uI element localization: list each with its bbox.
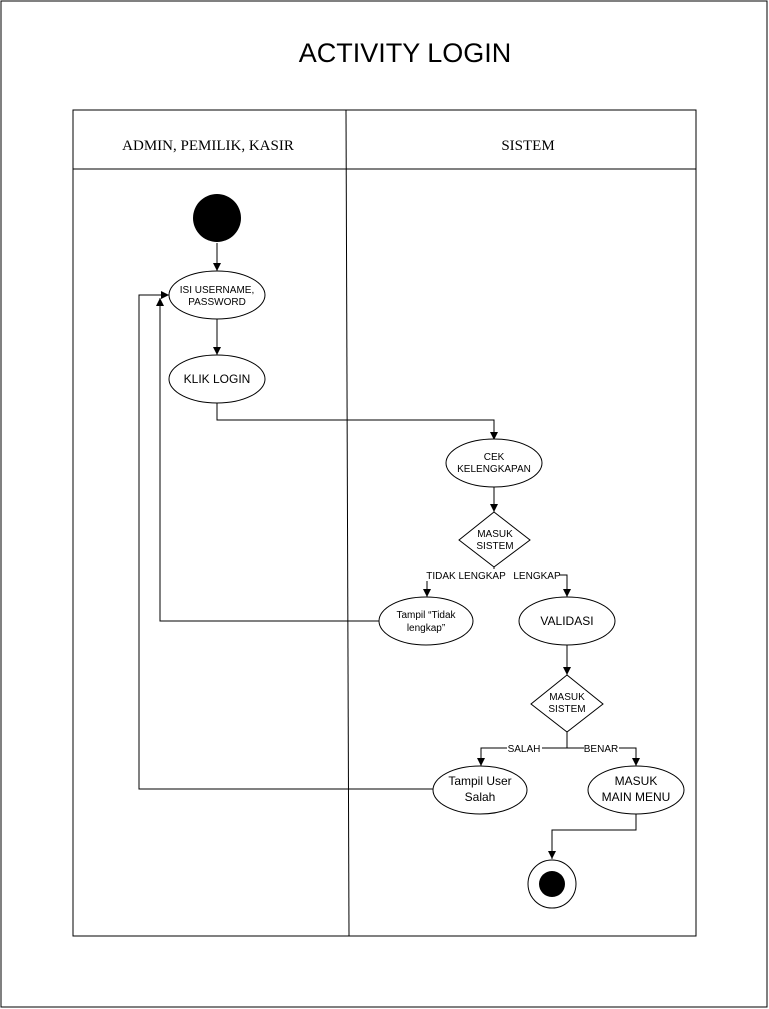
decision-1-line2: SISTEM — [476, 541, 513, 552]
action-user-salah-line1: Tampil User — [448, 774, 511, 788]
decision-masuk-sistem-2 — [530, 674, 604, 733]
action-isi-username-line2: PASSWORD — [188, 297, 246, 308]
connectors — [138, 243, 640, 859]
start-node — [193, 194, 241, 242]
edge-user-salah-back — [138, 291, 433, 790]
action-tampil-tidak-lengkap — [378, 596, 474, 646]
diagram-title: ACTIVITY LOGIN — [299, 38, 512, 68]
action-validasi — [518, 596, 616, 646]
edge-label-bg-lengkap — [515, 569, 559, 581]
action-validasi-label: VALIDASI — [540, 614, 593, 628]
edge-label-salah: SALAH — [508, 744, 541, 755]
decision-masuk-sistem-1 — [458, 511, 531, 568]
edge-klik-to-cek — [216, 403, 498, 440]
edge-label-bg-benar — [584, 742, 619, 754]
edge-tidak-lengkap-back — [156, 298, 379, 622]
decision-2-line1: MASUK — [549, 692, 585, 703]
action-masuk-main-menu — [587, 765, 685, 815]
action-isi-username — [168, 270, 266, 320]
edge-label-bg-salah — [507, 742, 542, 754]
edge-label-bg-tidak — [419, 569, 514, 581]
edge-menu-to-end — [548, 814, 637, 859]
action-tampil-tidak-line2: lengkap” — [407, 623, 445, 634]
action-main-menu-line2: MAIN MENU — [602, 790, 671, 804]
lane-user-header: ADMIN, PEMILIK, KASIR — [122, 138, 294, 154]
lane-system-header: SISTEM — [501, 138, 554, 154]
decision-1-line1: MASUK — [477, 529, 513, 540]
action-cek-line2: KELENGKAPAN — [457, 464, 531, 475]
swimlane-divider — [345, 109, 350, 937]
action-main-menu-line1: MASUK — [615, 774, 658, 788]
action-klik-login-label: KLIK LOGIN — [184, 372, 251, 386]
action-cek-kelengkapan — [445, 438, 543, 488]
action-user-salah-line2: Salah — [465, 790, 496, 804]
edge-label-benar: BENAR — [584, 744, 618, 755]
action-isi-username-line1: ISI USERNAME, — [180, 285, 254, 296]
end-node-dot — [539, 871, 565, 897]
swimlane-frame — [72, 109, 697, 937]
action-cek-line1: CEK — [484, 452, 505, 463]
edge-label-tidak-lengkap: TIDAK LENGKAP — [426, 571, 506, 582]
edge-label-lengkap: LENGKAP — [513, 571, 561, 582]
action-tampil-user-salah — [432, 765, 528, 815]
action-klik-login — [168, 354, 266, 404]
action-tampil-tidak-line1: Tampil “Tidak — [396, 610, 456, 621]
decision-2-line2: SISTEM — [548, 704, 585, 715]
